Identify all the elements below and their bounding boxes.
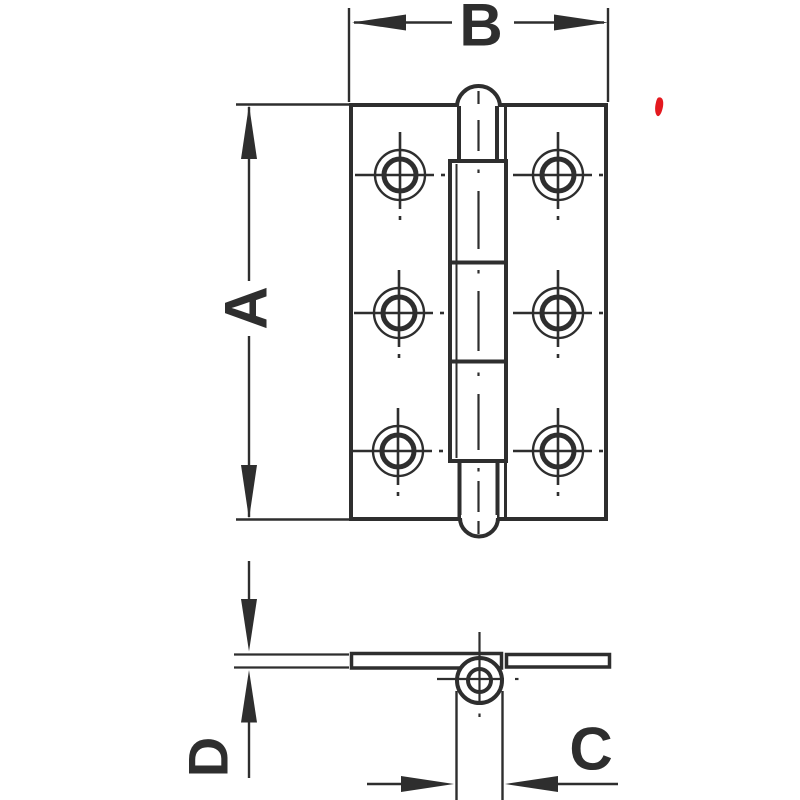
pin-dome-bottom-mask	[461, 515, 497, 520]
dim-d-arrow-up-icon	[241, 670, 257, 723]
dim-c-label: C	[569, 716, 612, 783]
front-view: B	[213, 0, 610, 539]
red-pen-mark	[655, 97, 664, 117]
dim-c-arrow-left-icon	[505, 776, 558, 792]
dim-b-arrow-left-icon	[352, 14, 406, 31]
dim-b-arrow-right-icon	[554, 14, 608, 31]
pin-dome-top	[455, 84, 502, 108]
pin-dome-bottom	[458, 517, 500, 539]
dim-c-arrow-right-icon	[401, 776, 454, 792]
dim-d-label: D	[177, 737, 240, 777]
hinge-knuckle	[448, 84, 508, 539]
pin-barrel	[437, 632, 519, 717]
dim-a-arrow-up-icon	[241, 105, 257, 159]
dim-b-label: B	[459, 0, 502, 59]
side-view: D C	[177, 561, 618, 800]
dimension-c: C	[367, 691, 618, 800]
dim-d-arrow-down-icon	[241, 599, 257, 652]
dimension-b: B	[347, 0, 610, 102]
dimension-a: A	[213, 103, 351, 521]
dim-a-arrow-down-icon	[241, 465, 257, 519]
dimension-d: D	[177, 561, 257, 778]
dim-a-label: A	[213, 286, 280, 329]
leaf-profile-right	[504, 652, 612, 669]
